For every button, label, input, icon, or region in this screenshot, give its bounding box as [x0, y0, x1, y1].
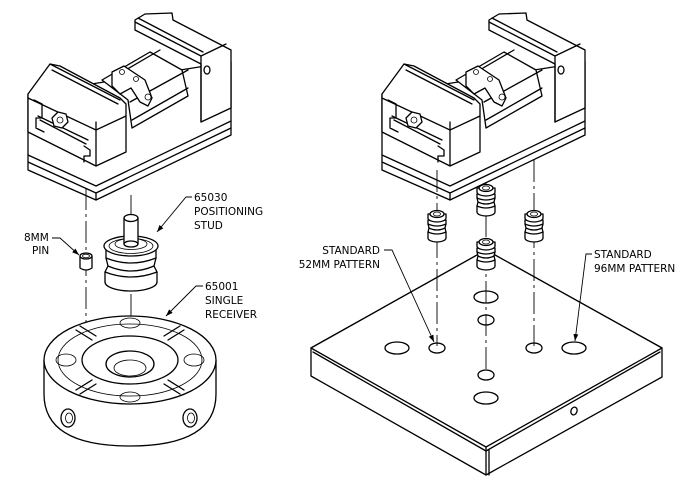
label-receiver: 65001 SINGLE RECEIVER — [165, 281, 257, 321]
receiver-label-line3: RECEIVER — [205, 309, 257, 321]
pin-part — [79, 252, 93, 271]
stud-part — [476, 237, 496, 271]
label-52mm-pattern: STANDARD 52MM PATTERN — [299, 245, 435, 343]
pattern52-leader-arrow — [384, 249, 435, 343]
label-96mm-pattern: STANDARD 96MM PATTERN — [573, 249, 675, 342]
label-stud: 65030 POSITIONING STUD — [156, 192, 263, 233]
stud-part — [524, 209, 544, 243]
pin-leader-arrow — [52, 237, 80, 256]
receiver-label-line1: 65001 — [205, 281, 238, 293]
stud-label-line3: STUD — [194, 220, 223, 232]
pattern96-label-line1: STANDARD — [594, 249, 652, 261]
pattern96-label-line2: 96MM PATTERN — [594, 263, 675, 275]
stud-part — [476, 183, 496, 217]
subplate-part — [310, 249, 663, 476]
stud-leader-arrow — [156, 196, 192, 233]
pin-label-line1: 8MM — [24, 232, 49, 244]
stud-label-line1: 65030 — [194, 192, 227, 204]
positioning-stud-part — [103, 213, 159, 292]
stud-part — [427, 209, 447, 243]
left-vise — [27, 12, 232, 201]
stud-label-line2: POSITIONING — [194, 206, 263, 218]
single-receiver-part — [43, 315, 217, 447]
label-pin: 8MM PIN — [24, 232, 80, 257]
pattern52-label-line2: 52MM PATTERN — [299, 259, 380, 271]
pattern52-label-line1: STANDARD — [322, 245, 380, 257]
pin-label-line2: PIN — [32, 245, 49, 257]
receiver-label-line2: SINGLE — [205, 295, 243, 307]
right-vise — [381, 12, 586, 201]
receiver-leader-arrow — [165, 285, 203, 317]
pattern96-leader-arrow — [573, 253, 592, 342]
